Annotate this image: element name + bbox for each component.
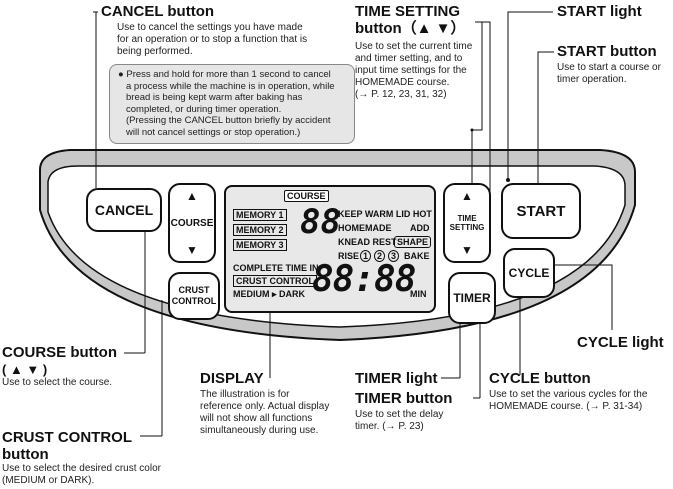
- lcd-complete-time: COMPLETE TIME IN: [233, 263, 319, 273]
- lcd-crust-control: CRUST CONTROL: [233, 275, 317, 287]
- crust-control-button[interactable]: CRUST CONTROL: [168, 272, 220, 320]
- crust-label-1: CRUST: [178, 285, 210, 295]
- start-button[interactable]: START: [501, 183, 581, 239]
- lcd-display: COURSE MEMORY 1 MEMORY 2 MEMORY 3 88 KEE…: [224, 185, 436, 313]
- time-setting-title: TIME SETTING: [355, 3, 460, 20]
- start-light-title: START light: [557, 3, 642, 20]
- cycle-button-title: CYCLE button: [489, 370, 591, 387]
- lcd-rise-2: 2: [374, 250, 386, 262]
- down-arrow-icon: ▼: [461, 243, 473, 257]
- lcd-memory-3: MEMORY 3: [233, 239, 287, 251]
- course-title2: ( ▲ ▼ ): [2, 362, 48, 377]
- lcd-course-digits: 88: [300, 202, 341, 242]
- lcd-keep-warm: KEEP WARM LID HOT: [338, 209, 432, 219]
- cancel-note: ● Press and hold for more than 1 second …: [109, 64, 355, 144]
- start-button-title: START button: [557, 43, 657, 60]
- up-arrow-icon: ▲: [186, 189, 198, 203]
- cancel-title: CANCEL button: [101, 3, 215, 20]
- timer-button[interactable]: TIMER: [448, 272, 496, 324]
- lcd-homemade: HOMEMADE: [338, 223, 392, 233]
- cancel-desc: Use to cancel the settings you have made…: [117, 22, 308, 57]
- down-arrow-icon: ▼: [186, 243, 198, 257]
- time-setting-title2: button（▲ ▼）: [355, 20, 466, 37]
- up-arrow-icon: ▲: [461, 189, 473, 203]
- lcd-shape: SHAPE: [394, 236, 432, 248]
- lcd-rise-3: 3: [388, 250, 400, 262]
- timer-button-title: TIMER button: [355, 390, 453, 407]
- cycle-light-title: CYCLE light: [577, 334, 664, 351]
- crust-label-2: CONTROL: [171, 296, 217, 306]
- course-button[interactable]: ▲ COURSE ▼: [168, 183, 216, 263]
- cycle-button[interactable]: CYCLE: [503, 248, 555, 298]
- cancel-button[interactable]: CANCEL: [86, 188, 162, 232]
- lcd-knead-rest: KNEAD REST: [338, 237, 397, 247]
- course-button-label: COURSE: [170, 217, 214, 229]
- lcd-min: MIN: [410, 289, 427, 299]
- crust-control-title: CRUST CONTROL: [2, 429, 132, 446]
- course-title: COURSE button: [2, 344, 117, 361]
- lcd-memory-1: MEMORY 1: [233, 209, 287, 221]
- course-desc: Use to select the course.: [2, 377, 113, 388]
- lcd-rise: RISE: [338, 251, 360, 261]
- lcd-course-label: COURSE: [284, 190, 329, 202]
- time-label-1: TIME: [457, 214, 477, 223]
- time-setting-button[interactable]: ▲ TIME SETTING ▼: [443, 183, 491, 263]
- lcd-time-digits: 88:88: [312, 259, 416, 300]
- lcd-bake: BAKE: [404, 251, 430, 261]
- time-label-2: SETTING: [449, 223, 485, 232]
- timer-light-title: TIMER light: [355, 370, 438, 387]
- lcd-rise-1: 1: [360, 250, 372, 262]
- display-title: DISPLAY: [200, 370, 264, 387]
- lcd-add: ADD: [410, 223, 430, 233]
- crust-control-desc: Use to select the desired crust color(ME…: [2, 463, 161, 486]
- lcd-memory-2: MEMORY 2: [233, 224, 287, 236]
- lcd-medium-dark: MEDIUM ▸ DARK: [233, 289, 306, 299]
- crust-control-title2: button: [2, 446, 49, 463]
